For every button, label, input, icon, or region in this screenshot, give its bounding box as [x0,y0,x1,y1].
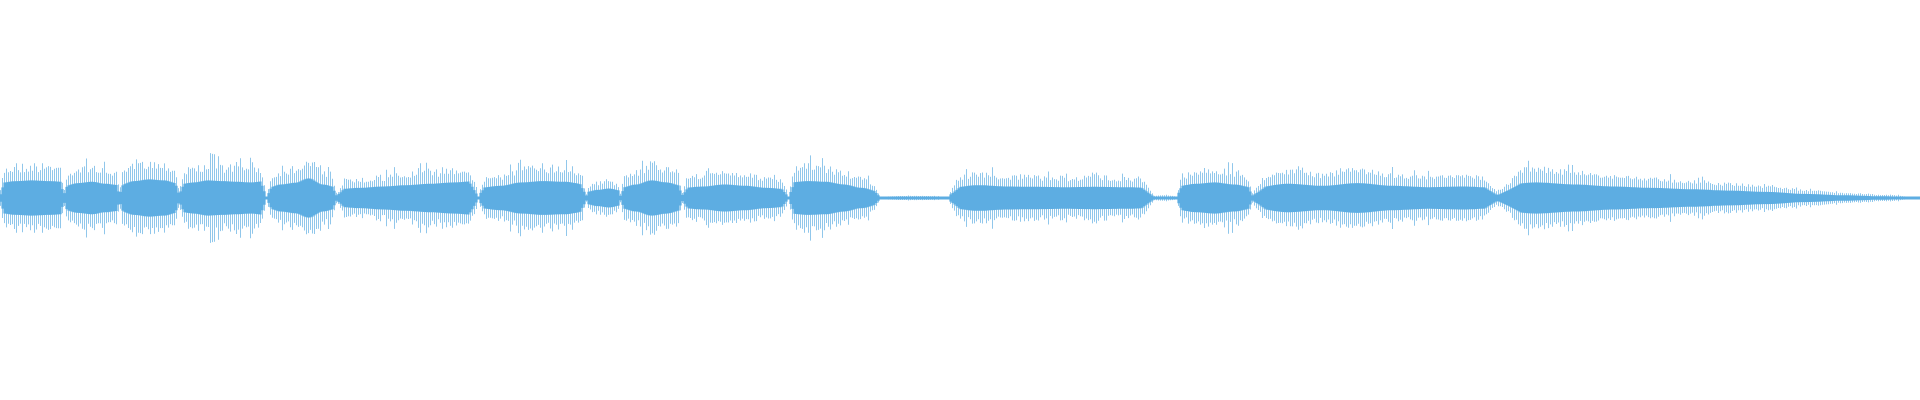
waveform-lines [0,153,1920,243]
